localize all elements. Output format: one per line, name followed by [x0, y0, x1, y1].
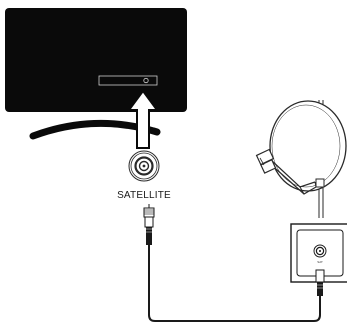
satellite-label: SATELLITE: [117, 190, 171, 201]
f-connector-plug-icon: [143, 204, 155, 245]
coax-cable: [148, 245, 321, 322]
tv-screen: [5, 8, 187, 112]
lnb-icon: [255, 148, 277, 174]
arrow-up-icon: [127, 89, 159, 149]
cable-plug-icon: [315, 269, 325, 296]
wall-socket-port-label: SAT: [317, 260, 323, 264]
coax-socket-icon: [128, 150, 160, 182]
tv-icon: [5, 8, 187, 140]
tv-front-panel: [98, 75, 158, 86]
tv-panel-socket: [143, 77, 149, 84]
satellite-dish-icon: [255, 100, 347, 218]
